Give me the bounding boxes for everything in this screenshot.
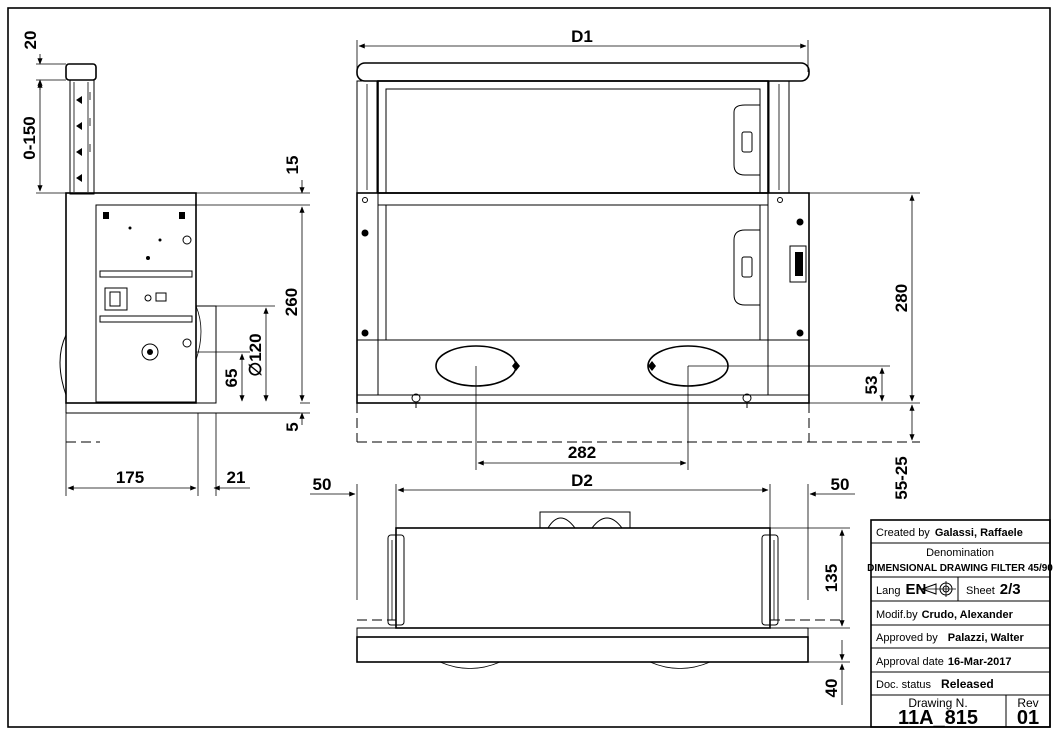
front-view: D1 <box>356 27 920 500</box>
side-view: 20 0-150 15 260 5 ∅120 65 175 21 <box>20 31 310 496</box>
modif-label: Modif.by <box>876 609 918 621</box>
rev-value: 01 <box>1017 707 1039 729</box>
modif-value: Crudo, Alexander <box>922 609 1014 621</box>
projection-symbol-icon <box>918 581 956 597</box>
dim-d1: D1 <box>571 27 593 46</box>
denomination-value: DIMENSIONAL DRAWING FILTER 45/90 <box>867 563 1053 574</box>
approved-value: Palazzi, Walter <box>948 632 1025 644</box>
dim-135: 135 <box>822 564 841 592</box>
dim-55-25: 55-25 <box>892 456 911 499</box>
sheet-value: 2/3 <box>1000 581 1021 598</box>
dim-dia-120: ∅120 <box>246 333 265 376</box>
dim-21: 21 <box>227 468 246 487</box>
lang-value: EN <box>905 581 926 598</box>
lang-label: Lang <box>876 585 900 597</box>
dim-20: 20 <box>21 31 40 50</box>
dim-65: 65 <box>222 369 241 388</box>
doc-status-label: Doc. status <box>876 679 932 691</box>
dim-d2: D2 <box>571 471 593 490</box>
created-by-label: Created by <box>876 527 930 539</box>
doc-status-value: Released <box>941 677 994 691</box>
created-by-value: Galassi, Raffaele <box>935 527 1023 539</box>
dim-175: 175 <box>116 468 144 487</box>
approval-date-label: Approval date <box>876 656 944 668</box>
dim-50-right: 50 <box>831 475 850 494</box>
rev-label: Rev <box>1017 696 1038 710</box>
denomination-label: Denomination <box>926 547 994 559</box>
approval-date-value: 16-Mar-2017 <box>948 656 1012 668</box>
sheet-border <box>7 7 1051 728</box>
title-block: Created by Galassi, Raffaele Denomination… <box>867 519 1053 729</box>
dim-280: 280 <box>892 284 911 312</box>
bottom-view: 50 D2 50 135 40 <box>310 471 855 705</box>
approved-label: Approved by <box>876 632 938 644</box>
dim-5: 5 <box>283 422 302 431</box>
dim-282: 282 <box>568 443 596 462</box>
dim-260: 260 <box>282 288 301 316</box>
dim-0-150: 0-150 <box>20 116 39 159</box>
dim-15: 15 <box>283 156 302 175</box>
drawing-n-value: 11A_815 <box>898 707 978 729</box>
dim-50-left: 50 <box>313 475 332 494</box>
drawing-n-label: Drawing N. <box>908 696 967 710</box>
dim-40: 40 <box>822 679 841 698</box>
sheet-label: Sheet <box>966 585 995 597</box>
dim-53: 53 <box>862 376 881 395</box>
